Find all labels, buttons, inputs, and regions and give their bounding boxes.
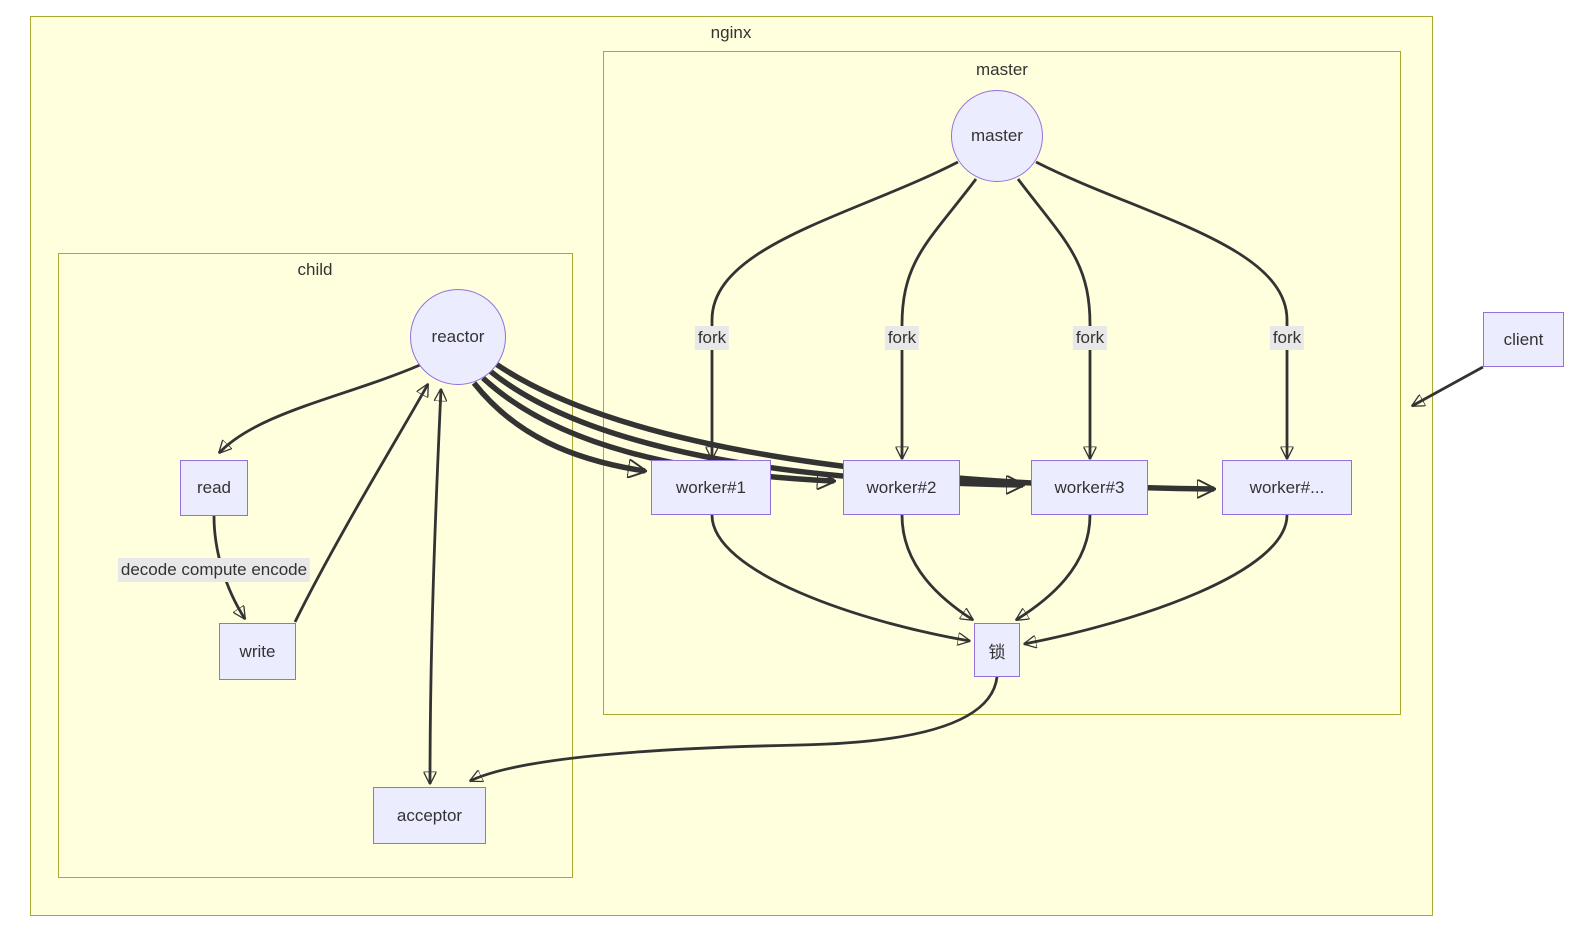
edge-label-fork-3: fork [1072, 326, 1108, 350]
edge-reactor-worker1 [471, 381, 645, 471]
node-read: read [180, 460, 248, 516]
node-client: client [1483, 312, 1564, 367]
edge-label-fork-4: fork [1269, 326, 1305, 350]
subgraph-nginx-title: nginx [710, 23, 752, 42]
edge-worker1-lock [710, 514, 970, 641]
node-master: master [951, 90, 1043, 182]
node-worker1: worker#1 [651, 460, 771, 515]
edge-label-fork-1: fork [694, 326, 730, 350]
edge-master-worker2 [902, 178, 978, 459]
node-worker2: worker#2 [843, 460, 960, 515]
edge-label-decode-compute-encode: decode compute encode [117, 558, 311, 582]
edge-reactor-acceptor [430, 389, 441, 784]
node-worker3: worker#3 [1031, 460, 1148, 515]
edge-worker2-lock [900, 514, 973, 622]
subgraph-master-title: master [976, 60, 1028, 79]
edge-master-worker4 [1035, 160, 1287, 459]
edge-worker4-lock [1024, 514, 1289, 644]
edge-reactor-read [219, 363, 421, 453]
edge-write-reactor [293, 384, 430, 623]
node-worker4: worker#... [1222, 460, 1352, 515]
node-write: write [219, 623, 296, 680]
edge-client-master [1412, 365, 1484, 408]
node-reactor: reactor [410, 289, 506, 385]
edge-reactor-worker2 [481, 375, 834, 481]
node-lock: 锁 [974, 623, 1020, 677]
subgraph-child-title: child [297, 260, 333, 279]
edge-label-fork-2: fork [884, 326, 920, 350]
edge-master-worker3 [1016, 178, 1090, 459]
node-acceptor: acceptor [373, 787, 486, 844]
edge-lock-acceptor [470, 676, 999, 783]
edge-worker3-lock [1016, 514, 1092, 622]
edge-master-worker1 [712, 160, 959, 459]
